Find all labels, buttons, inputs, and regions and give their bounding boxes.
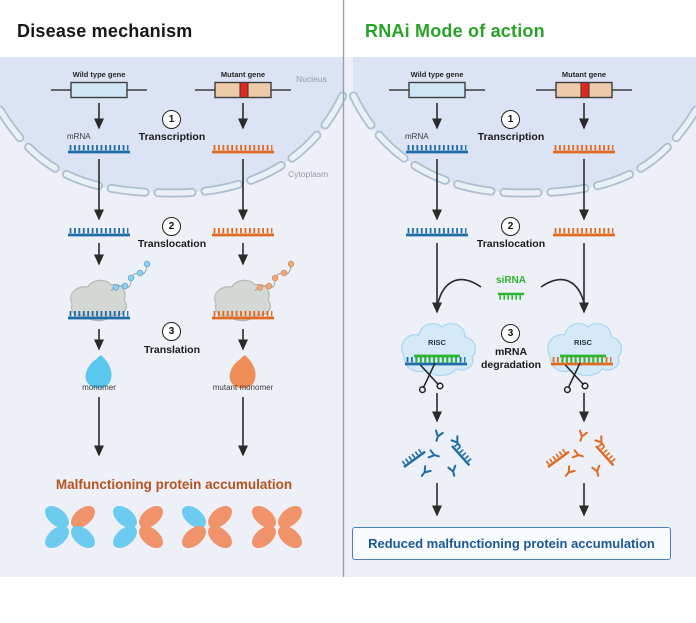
monomer-label: monomer	[82, 383, 116, 392]
step-2-label-left: Translocation	[137, 238, 207, 250]
cytoplasm-label: Cytoplasm	[288, 169, 329, 179]
ribosome-icon-right	[214, 260, 295, 322]
reduced-accumulation-box: Reduced malfunctioning protein accumulat…	[352, 527, 671, 560]
accumulation-label: Malfunctioning protein accumulation	[55, 477, 293, 492]
risc-label-right: RISC	[574, 338, 592, 347]
risc-label-left: RISC	[428, 338, 446, 347]
left-panel-title: Disease mechanism	[17, 21, 193, 41]
step-3-badge-right: 3	[501, 324, 520, 343]
sirna-label: siRNA	[495, 275, 526, 286]
sirna-curve-left	[437, 278, 482, 304]
mutant-monomer-label: mutant monomer	[212, 383, 274, 392]
step-3-badge-left: 3	[162, 322, 181, 341]
mutant-gene-left	[195, 81, 291, 99]
ribosome-icon-left	[70, 260, 151, 322]
step-3-label-left: Translation	[143, 344, 200, 356]
nucleus-label: Nucleus	[296, 74, 327, 84]
wild-type-gene-left	[51, 81, 147, 99]
wild-gene-label-left: Wild type gene	[72, 70, 126, 79]
step-2-badge-left: 2	[162, 217, 181, 236]
sirna-curve-right	[540, 278, 585, 304]
right-panel-title: RNAi Mode of action	[365, 21, 545, 41]
flow-arrows	[93, 103, 590, 517]
step-3-label-right: mRNA degradation	[480, 346, 542, 371]
reduced-accumulation-text: Reduced malfunctioning protein accumulat…	[368, 536, 655, 551]
step-1-label-left: Transcription	[138, 131, 206, 143]
mutant-gene-label-left: Mutant gene	[220, 70, 266, 79]
mrna-label-left: mRNA	[67, 132, 91, 141]
wild-gene-label-right: Wild type gene	[410, 70, 464, 79]
step-1-label-right: Transcription	[477, 131, 545, 143]
step-1-badge-left: 1	[162, 110, 181, 129]
mutant-gene-label-right: Mutant gene	[561, 70, 607, 79]
step-2-label-right: Translocation	[476, 238, 546, 250]
step-2-badge-right: 2	[501, 217, 520, 236]
wild-type-gene-right	[389, 81, 485, 99]
step-1-badge-right: 1	[501, 110, 520, 129]
mutant-gene-right	[536, 81, 632, 99]
mrna-label-right: mRNA	[405, 132, 429, 141]
